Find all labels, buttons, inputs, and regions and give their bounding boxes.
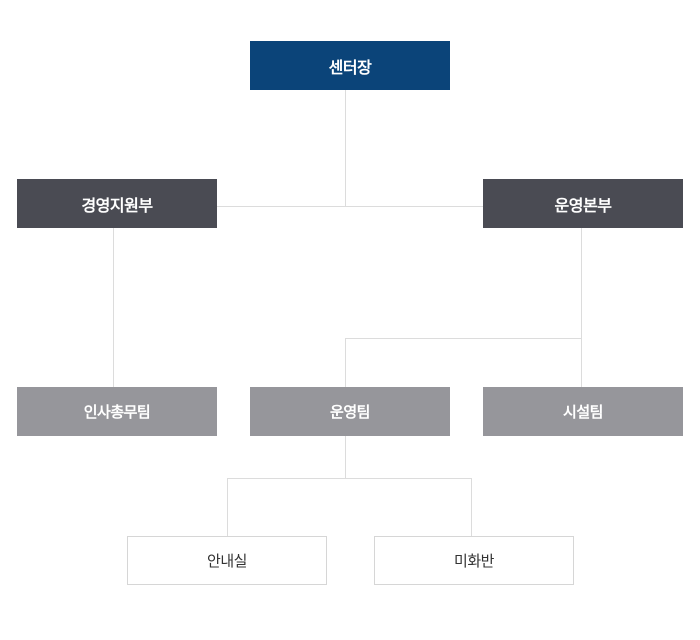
connector-line — [113, 228, 114, 387]
org-node-operations-team: 운영팀 — [250, 387, 450, 436]
connector-line — [227, 478, 472, 479]
org-node-information-office: 안내실 — [127, 536, 327, 585]
org-node-label: 안내실 — [207, 552, 247, 570]
connector-line — [227, 478, 228, 536]
org-node-label: 센터장 — [328, 57, 372, 77]
org-node-beautification-unit: 미화반 — [374, 536, 574, 585]
org-node-hr-general-affairs: 인사총무팀 — [17, 387, 217, 436]
org-node-label: 운영팀 — [330, 403, 370, 421]
connector-line — [345, 436, 346, 479]
org-node-label: 시설팀 — [563, 403, 603, 421]
org-node-label: 경영지원부 — [81, 195, 153, 215]
connector-line — [345, 338, 346, 387]
connector-line — [345, 90, 346, 207]
org-node-label: 인사총무팀 — [83, 403, 151, 421]
org-node-label: 운영본부 — [554, 195, 612, 215]
org-node-center-head: 센터장 — [250, 41, 450, 90]
connector-line — [471, 478, 472, 536]
connector-line — [217, 206, 483, 207]
org-node-operations-division: 운영본부 — [483, 179, 683, 228]
connector-line — [581, 228, 582, 387]
connector-line — [345, 338, 582, 339]
org-node-facilities-team: 시설팀 — [483, 387, 683, 436]
org-node-label: 미화반 — [454, 552, 494, 570]
org-node-management-support: 경영지원부 — [17, 179, 217, 228]
